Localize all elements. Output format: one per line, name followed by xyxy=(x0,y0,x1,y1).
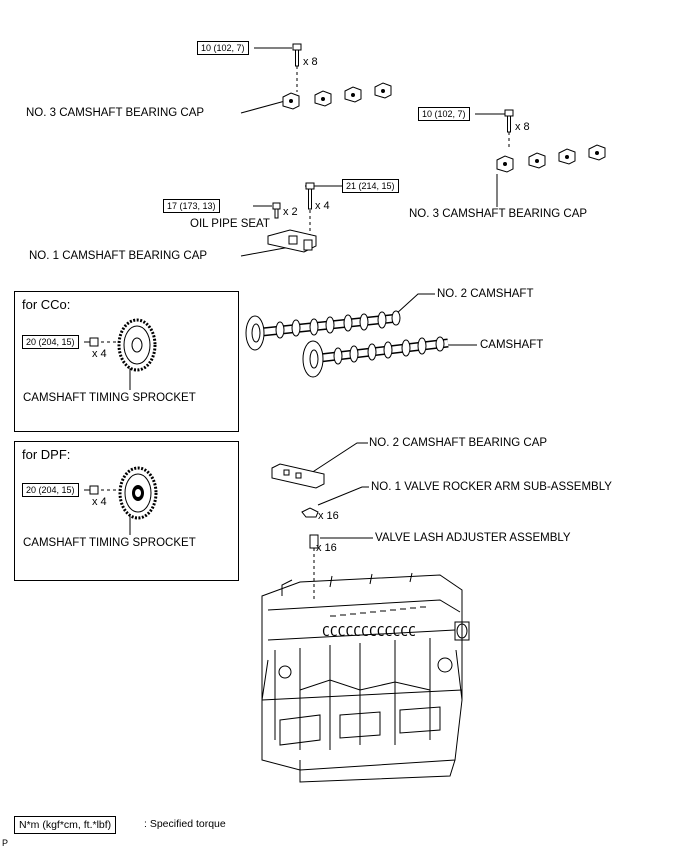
qty-oil-pipe: x 2 xyxy=(283,206,298,218)
no2-bearing-cap-icon xyxy=(271,463,325,489)
rocker-arm-icon xyxy=(301,507,319,518)
bolt-icon xyxy=(305,182,315,190)
leader-no2-cap xyxy=(307,442,368,476)
torque-spec-cco: 20 (204, 15) xyxy=(22,335,79,349)
qty-no1-cap: x 4 xyxy=(315,200,330,212)
bolt-icon xyxy=(89,485,99,495)
label-no2-cap: NO. 2 CAMSHAFT BEARING CAP xyxy=(369,437,548,449)
leader-no3-left xyxy=(240,100,286,114)
dpf-sprocket-icon xyxy=(118,466,158,520)
label-rocker-arm: NO. 1 VALVE ROCKER ARM SUB-ASSEMBLY xyxy=(371,481,612,493)
bolt-icon xyxy=(292,43,302,51)
bolt-icon xyxy=(504,109,514,117)
cco-title: for CCo: xyxy=(22,297,71,312)
dpf-title: for DPF: xyxy=(22,447,71,462)
lash-adjuster-icon xyxy=(309,534,319,549)
label-no3-cap-right: NO. 3 CAMSHAFT BEARING CAP xyxy=(409,208,588,220)
leader-rocker xyxy=(317,486,369,506)
label-lash-adjuster: VALVE LASH ADJUSTER ASSEMBLY xyxy=(375,532,571,544)
dpf-variant-box: for DPF: CAMSHAFT TIMING SPROCKET xyxy=(14,441,239,581)
legend-unit-box: N*m (kgf*cm, ft.*lbf) xyxy=(14,816,117,834)
bolt-icon xyxy=(272,202,281,210)
label-no1-cap: NO. 1 CAMSHAFT BEARING CAP xyxy=(29,250,208,262)
cco-variant-box: for CCo: CAMSHAFT TIMING SPROCKET xyxy=(14,291,239,432)
bearing-cap-icons xyxy=(282,82,606,173)
qty-top-center: x 8 xyxy=(303,56,318,68)
cco-sprocket-label: CAMSHAFT TIMING SPROCKET xyxy=(23,392,196,404)
leader-no2-camshaft xyxy=(395,293,435,315)
qty-cco: x 4 xyxy=(92,348,107,360)
qty-dpf: x 4 xyxy=(92,496,107,508)
torque-spec-oil-pipe: 17 (173, 13) xyxy=(163,199,220,213)
engine-block-icon: CCCCCCCCCCCC xyxy=(261,572,470,783)
leader-no1-cap xyxy=(240,246,291,257)
legend-unit-text: : Specified torque xyxy=(144,818,226,830)
label-no2-camshaft: NO. 2 CAMSHAFT xyxy=(437,288,534,300)
torque-spec-top-center: 10 (102, 7) xyxy=(197,41,249,55)
no2-camshaft-icon xyxy=(245,310,401,351)
label-camshaft: CAMSHAFT xyxy=(480,339,544,351)
svg-text:CCCCCCCCCCCC: CCCCCCCCCCCC xyxy=(322,625,416,640)
label-no3-cap-left: NO. 3 CAMSHAFT BEARING CAP xyxy=(26,107,205,119)
cco-sprocket-icon xyxy=(117,318,157,372)
torque-spec-top-right: 10 (102, 7) xyxy=(418,107,470,121)
qty-top-right: x 8 xyxy=(515,121,530,133)
camshaft-icon xyxy=(302,336,449,378)
bolt-icon xyxy=(89,337,99,347)
no1-bearing-cap-icon xyxy=(267,229,317,253)
torque-spec-no1-cap: 21 (214, 15) xyxy=(342,179,399,193)
dpf-sprocket-label: CAMSHAFT TIMING SPROCKET xyxy=(23,537,196,549)
qty-lash: x 16 xyxy=(316,542,337,554)
qty-rocker: x 16 xyxy=(318,510,339,522)
label-oil-pipe-seat: OIL PIPE SEAT xyxy=(190,218,270,230)
corner-mark: P xyxy=(2,838,9,848)
torque-spec-dpf: 20 (204, 15) xyxy=(22,483,79,497)
